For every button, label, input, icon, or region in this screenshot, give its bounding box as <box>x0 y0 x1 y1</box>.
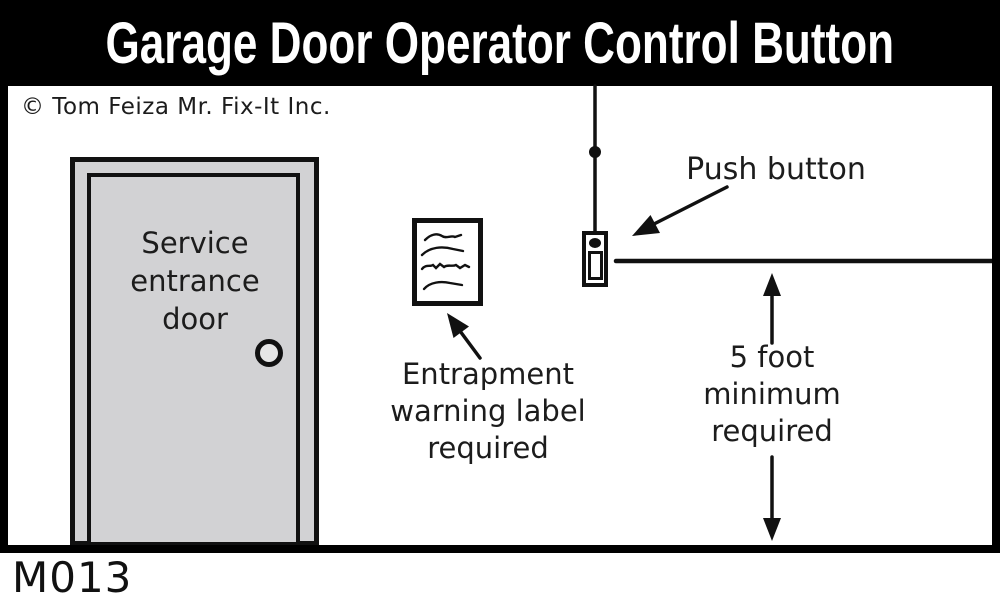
door-knob-icon <box>255 339 283 367</box>
door-label: Service entrance door <box>75 224 315 338</box>
warning-label-squiggles <box>420 233 471 291</box>
clearance-label-line3: required <box>711 414 833 448</box>
entrapment-arrow-line <box>458 329 482 360</box>
clearance-arrowhead-down-icon <box>763 518 781 541</box>
warning-label-icon <box>412 218 483 306</box>
clearance-label: 5 foot minimum required <box>652 339 892 450</box>
door-label-line1: Service <box>141 226 249 260</box>
door-label-line2: entrance <box>130 264 260 298</box>
squiggle-line-3 <box>420 262 471 271</box>
squiggle-line-1 <box>423 233 463 242</box>
clearance-label-line1: 5 foot <box>729 340 815 374</box>
door-label-line3: door <box>162 302 228 336</box>
entrapment-label-line3: required <box>427 431 549 465</box>
entrapment-label: Entrapment warning label required <box>368 356 608 467</box>
clearance-label-line2: minimum <box>703 377 841 411</box>
push-button-arrowhead-icon <box>632 215 660 236</box>
entrapment-label-line1: Entrapment <box>401 357 575 391</box>
push-button-device <box>582 231 608 287</box>
frame-border-bottom <box>0 545 1000 553</box>
copyright-text: © Tom Feiza Mr. Fix-It Inc. <box>21 94 331 120</box>
title-bar: Garage Door Operator Control Button <box>0 0 1000 86</box>
clearance-arrowhead-up-icon <box>763 273 781 296</box>
entrapment-arrowhead-icon <box>447 313 469 338</box>
frame-border-left <box>0 86 8 553</box>
push-button-label: Push button <box>686 152 866 187</box>
squiggle-line-2 <box>420 246 465 257</box>
frame-border-right <box>992 86 1000 553</box>
diagram-title: Garage Door Operator Control Button <box>105 10 895 76</box>
entrapment-label-line2: warning label <box>390 394 586 428</box>
wire-junction-dot <box>589 146 601 158</box>
diagram-code: M013 <box>12 553 133 597</box>
push-button-light-icon <box>589 238 601 248</box>
push-button-button-icon <box>587 251 603 280</box>
squiggle-line-4 <box>422 280 464 291</box>
push-button-arrow-line <box>650 185 729 227</box>
